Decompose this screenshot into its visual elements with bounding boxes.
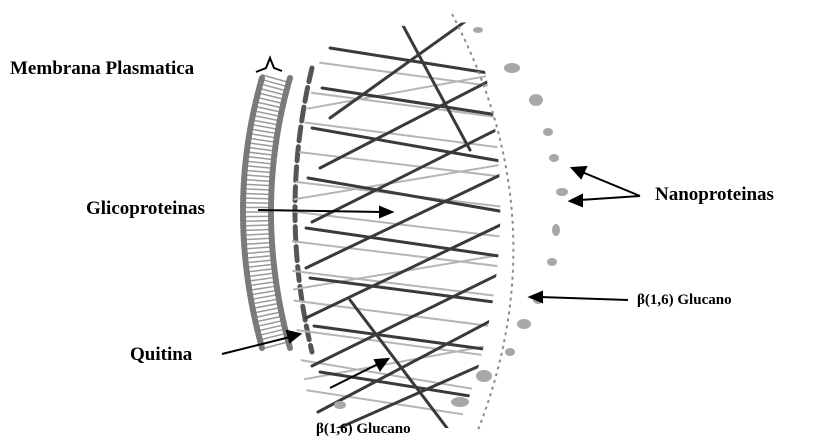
plasma-membrane-bilayer [243,78,290,348]
label-glicoproteinas: Glicoproteinas [86,198,205,220]
nanoprotein-arrow-top [582,172,640,196]
nanoprotein-arrow-bottom [580,196,640,200]
chitin-arrow [222,337,290,354]
label-quitina: Quitina [130,344,192,366]
label-glucano-right: β(1,6) Glucano [637,292,732,309]
label-glucano-bottom: β(1,6) Glucano [316,421,411,438]
label-membrana-plasmatica: Membrana Plasmatica [10,58,194,80]
membrane-brace [256,58,282,72]
label-nanoproteinas: Nanoproteinas [655,184,774,206]
glucan-fiber-mesh [280,18,540,432]
glycoprotein-arrow [258,210,382,212]
glucan-right-arrow [540,297,628,300]
